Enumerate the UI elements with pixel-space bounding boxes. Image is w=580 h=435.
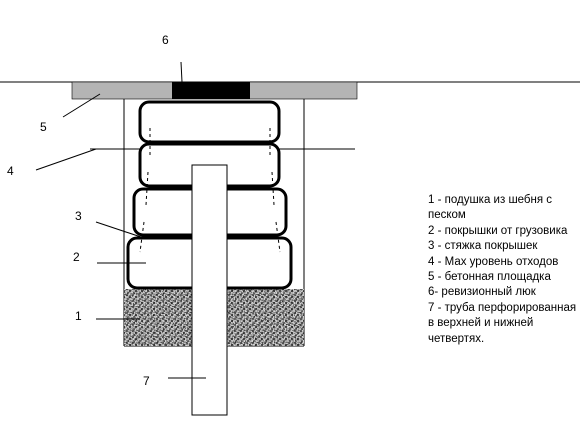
label-6: 6 [162,33,169,47]
legend-item-4: 4 - Мах уровень отходов [428,255,559,268]
legend-item-5: 5 - бетонная площадка [428,271,551,284]
legend-item-2: 2 - покрышки от грузовика [428,224,568,237]
leader-3 [95,221,145,239]
leader-5 [62,93,101,118]
legend-item-7: 7 - труба перфорированная в верхней и ни… [428,301,577,345]
leader-6 [180,61,183,83]
tire-1 [138,100,281,144]
label-5: 5 [40,120,47,134]
label-3: 3 [75,209,82,223]
leader-4 [35,148,97,171]
legend-item-6: 6- ревизионный люк [428,286,536,299]
legend-item-3: 3 - стяжка покрышек [428,240,538,253]
legend-item-1: 1 - подушка из шебня с песком [428,194,553,222]
label-1: 1 [75,309,82,323]
tire-ties [139,128,281,253]
perforated-pipe [191,164,228,416]
label-7: 7 [143,374,150,388]
manhole-hatch [172,82,250,99]
label-2: 2 [73,250,80,264]
legend: 1 - подушка из шебня с песком 2 - покрыш… [428,193,578,347]
label-4: 4 [7,164,14,178]
